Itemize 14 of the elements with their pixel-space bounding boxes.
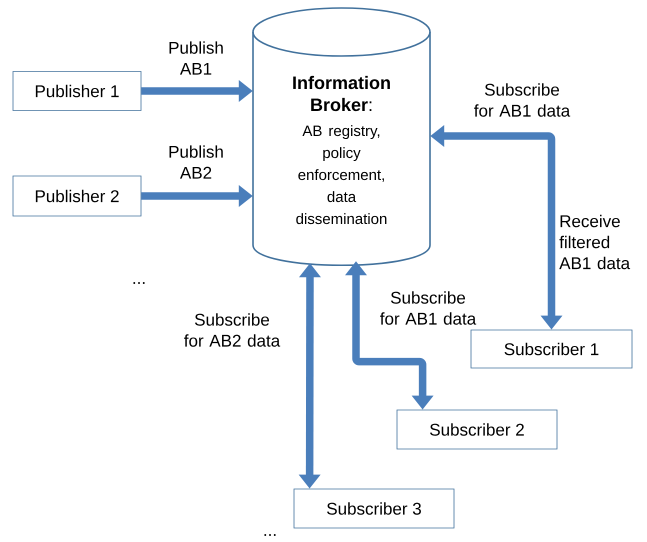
entity-box: Publisher 1 bbox=[12, 71, 142, 111]
edge-label: Publish AB2 bbox=[160, 144, 232, 180]
edge-label: Publish AB1 bbox=[160, 40, 232, 76]
entity-box: Subscriber 1 bbox=[470, 330, 632, 368]
note-label: Receive filtered AB1 data bbox=[559, 214, 630, 270]
entity-box: Subscriber 3 bbox=[294, 488, 454, 528]
edge-label: Subscribe for AB2 data bbox=[175, 312, 289, 348]
edge-label: Subscribe for AB1 data bbox=[465, 82, 579, 118]
entity-box: Publisher 2 bbox=[12, 176, 142, 216]
database-cylinder: Information Broker: AB registry, policy enforcement, data dissemination bbox=[252, 7, 431, 266]
note-label: ... bbox=[133, 282, 145, 284]
note-label: ... bbox=[264, 534, 276, 536]
entity-box: Subscriber 2 bbox=[396, 410, 558, 450]
edge-label: Subscribe for AB1 data bbox=[371, 290, 485, 326]
